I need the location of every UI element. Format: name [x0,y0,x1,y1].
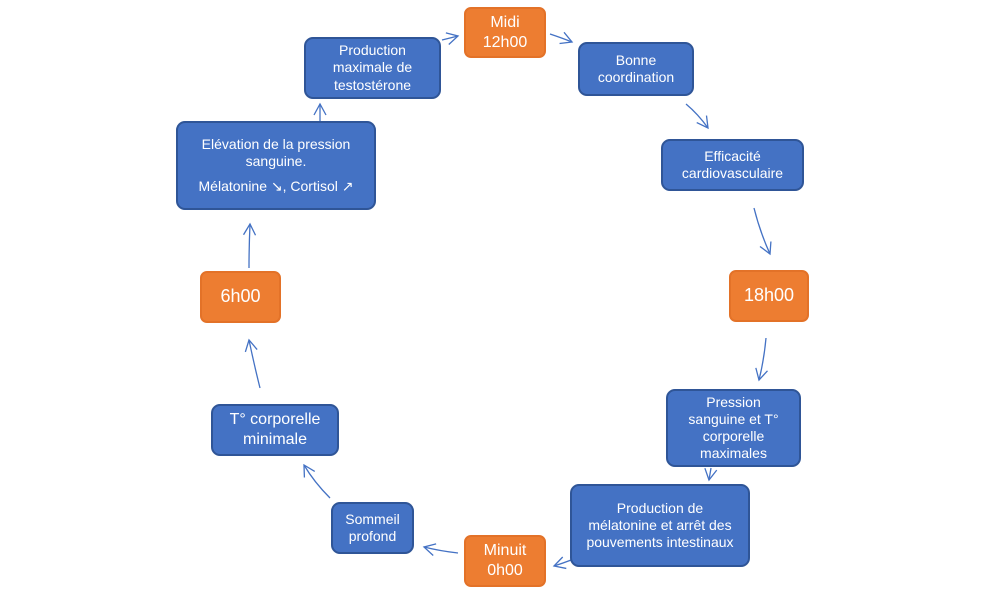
node-midi-12h00: Midi 12h00 [464,7,546,58]
node-midi-label: Midi [490,13,520,31]
node-6h00-label: 6h00 [220,286,261,307]
node-text-line: mélatonine et arrêt des [588,516,732,533]
node-temperature-minimale: T° corporelle minimale [211,404,339,456]
node-text-line: pouvements intestinaux [586,534,734,551]
node-text-line: maximale de [332,59,413,76]
node-text-line: Bonne [615,51,657,68]
node-text-line: coordination [597,69,675,85]
arrow-18h-to-pression [755,337,768,382]
node-midi-time: 12h00 [482,33,528,51]
node-production-melatonine: Production de mélatonine et arrêt des po… [570,484,750,567]
arrow-coordination-to-cardio [685,103,709,130]
node-6h00: 6h00 [200,271,281,323]
node-text-line: profond [348,528,397,544]
arrow-sommeil-to-temperature [303,463,331,499]
node-text-line: maximales [700,445,767,462]
node-sommeil-profond: Sommeil profond [331,502,414,554]
arrow-6h-to-elevation [242,222,257,269]
node-text-line: Mélatonine ↘, Cortisol ↗ [198,178,354,195]
arrow-pression-to-melatonine [704,467,718,482]
node-bonne-coordination: Bonne coordination [578,42,694,96]
node-efficacite-cardiovasculaire: Efficacité cardiovasculaire [661,139,804,191]
node-text-line: cardiovasculaire [681,165,784,181]
arrow-minuit-to-sommeil [422,543,459,556]
arrow-midi-to-coordination [549,31,574,45]
node-text-line: Elévation de la pression [201,135,351,152]
node-18h00: 18h00 [729,270,809,322]
node-minuit-label: Minuit [483,542,527,560]
node-text-line: Pression [706,393,761,410]
node-elevation-pression: Elévation de la pression sanguine. Mélat… [176,121,376,210]
node-pression-temperature-maximales: Pression sanguine et T° corporelle maxim… [666,389,801,467]
node-text-line: T° corporelle [229,411,321,429]
node-text-line: Production de [616,499,704,516]
node-text-line: Production [339,42,406,59]
arrow-cardio-to-18h [753,207,772,256]
node-text-line: minimale [242,431,307,448]
arrow-temperature-to-6h [244,338,261,389]
node-text-line: Efficacité [704,147,761,164]
arrow-testosterone-to-midi [441,32,460,45]
node-text-line: corporelle [702,428,765,444]
node-18h00-label: 18h00 [743,285,795,306]
node-text-line: sanguine. [245,152,307,169]
node-production-testosterone: Production maximale de testostérone [304,37,441,99]
node-text-line: testostérone [333,76,412,93]
node-text-line: sanguine et T° [688,410,779,427]
node-text-line: Sommeil [345,510,400,527]
node-minuit-time: 0h00 [487,562,523,579]
node-minuit-0h00: Minuit 0h00 [464,535,546,587]
